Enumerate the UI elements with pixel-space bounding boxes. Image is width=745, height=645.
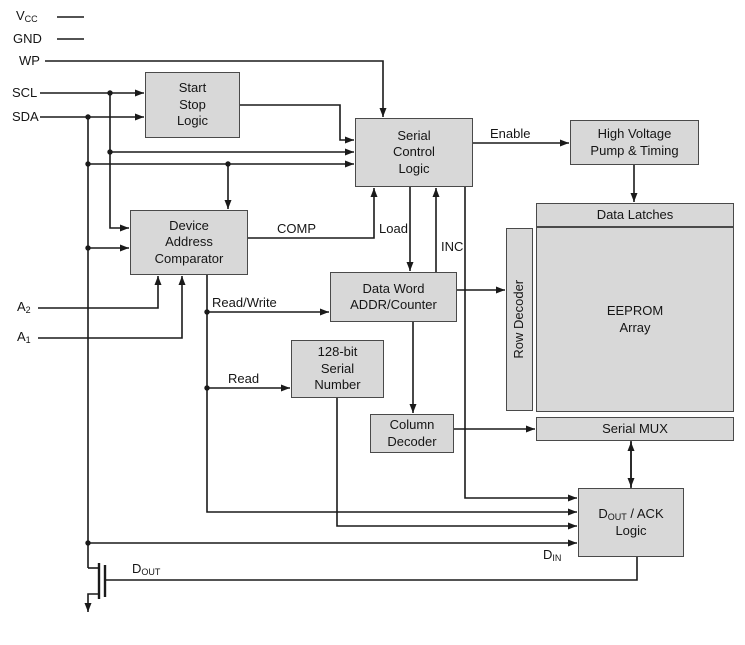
block-data-word-addr-counter: Data Word ADDR/Counter [330, 272, 457, 322]
block-column-decoder-label: Column Decoder [387, 417, 437, 449]
block-eeprom-array: EEPROM Array [536, 227, 734, 412]
block-high-voltage-pump: High Voltage Pump & Timing [570, 120, 699, 165]
block-start-stop-logic: Start Stop Logic [145, 72, 240, 138]
label-load: Load [379, 221, 408, 236]
block-row-decoder-label: Row Decoder [511, 280, 527, 359]
block-serial-number-label: 128-bit Serial Number [314, 344, 361, 393]
block-serial-number: 128-bit Serial Number [291, 340, 384, 398]
wire-serialnumber-to-ack [336, 398, 577, 530]
pin-sda: SDA [12, 109, 39, 124]
block-eeprom-array-label: EEPROM Array [606, 303, 664, 335]
mosfet-source [84, 593, 99, 612]
block-serial-mux-label: Serial MUX [602, 420, 668, 436]
block-start-stop-logic-label: Start Stop Logic [176, 80, 209, 129]
block-serial-control-logic-label: Serial Control Logic [393, 127, 435, 176]
wire-dout-gate [106, 557, 638, 581]
wire-startstop-to-serial [240, 104, 354, 144]
pin-vcc: VCC [16, 8, 38, 24]
block-data-word-addr-counter-label: Data Word ADDR/Counter [350, 280, 437, 313]
wire-rw-to-ack [206, 275, 577, 516]
pin-wp: WP [19, 53, 40, 68]
pin-dout: DOUT [132, 561, 161, 577]
block-device-address-comparator-label: Device Address Comparator [154, 217, 224, 266]
wire-wp [45, 60, 387, 117]
block-serial-mux: Serial MUX [536, 417, 734, 441]
label-read-write: Read/Write [212, 295, 277, 310]
label-inc: INC [441, 239, 464, 254]
block-high-voltage-pump-label: High Voltage Pump & Timing [590, 126, 679, 158]
pin-gnd: GND [13, 31, 42, 46]
block-data-latches: Data Latches [536, 203, 734, 227]
block-data-latches-label: Data Latches [596, 206, 674, 222]
pin-din: DIN [543, 547, 562, 563]
wire-a1 [38, 276, 186, 339]
junction-dots [85, 90, 231, 546]
block-row-decoder: Row Decoder [506, 228, 533, 411]
label-comp: COMP [277, 221, 316, 236]
block-device-address-comparator: Device Address Comparator [130, 210, 248, 275]
pin-scl: SCL [12, 85, 38, 100]
block-serial-control-logic: Serial Control Logic [355, 118, 473, 187]
label-enable: Enable [490, 126, 531, 141]
pin-a2: A2 [17, 299, 31, 315]
wire-a2 [38, 276, 162, 309]
pin-a1: A1 [17, 329, 31, 345]
wire-comp [248, 188, 378, 239]
wire-scl-vertical [109, 93, 129, 232]
label-read: Read [228, 371, 260, 386]
block-column-decoder: Column Decoder [370, 414, 454, 453]
